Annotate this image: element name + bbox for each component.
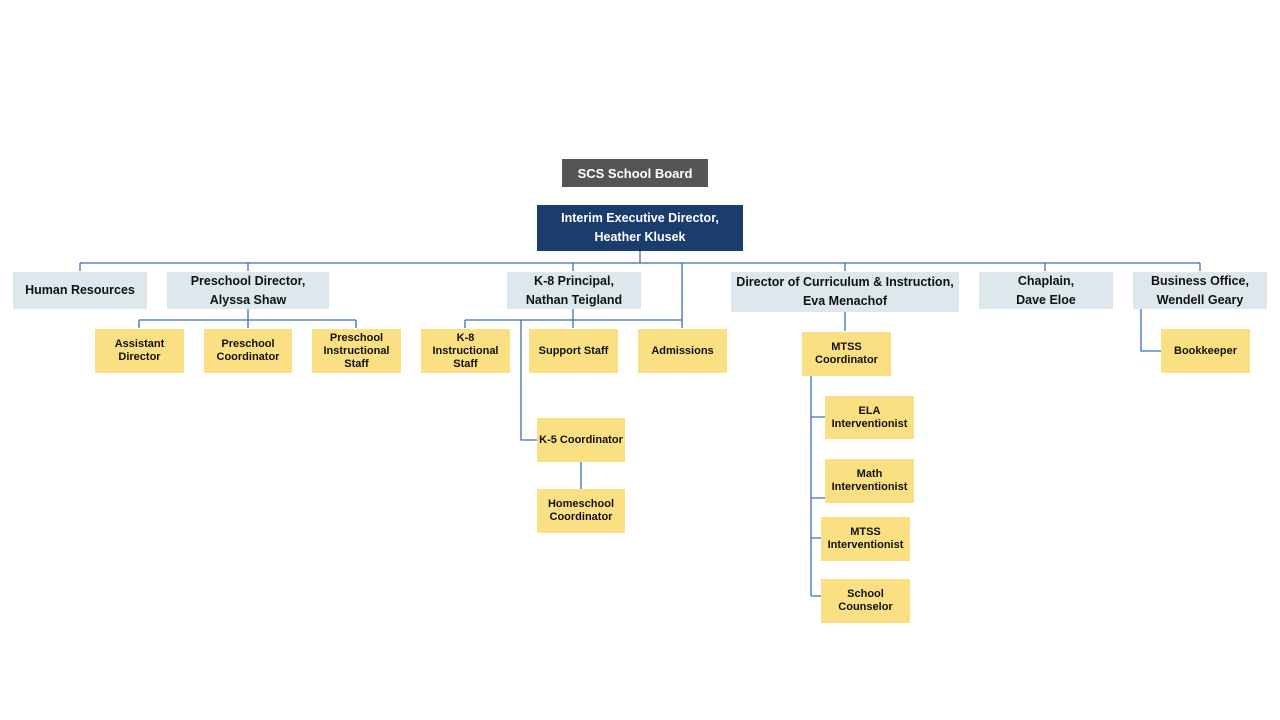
k8-instructional-staff-box: K-8 Instructional Staff xyxy=(421,329,510,373)
mtss-coordinator-box: MTSS Coordinator xyxy=(802,332,891,376)
assistant-director-box: Assistant Director xyxy=(95,329,184,373)
curriculum-director-box: Director of Curriculum & Instruction, Ev… xyxy=(731,272,959,312)
bookkeeper-box: Bookkeeper xyxy=(1161,329,1250,373)
connector-k5 xyxy=(520,320,537,441)
connector-mtss-branch xyxy=(810,376,825,597)
human-resources-box: Human Resources xyxy=(13,272,147,309)
school-board-box: SCS School Board xyxy=(562,159,708,187)
support-staff-box: Support Staff xyxy=(529,329,618,373)
homeschool-coordinator-box: Homeschool Coordinator xyxy=(537,489,625,533)
k5-coordinator-box: K-5 Coordinator xyxy=(537,418,625,462)
preschool-director-box: Preschool Director, Alyssa Shaw xyxy=(167,272,329,309)
executive-director-box: Interim Executive Director, Heather Klus… xyxy=(537,205,743,251)
admissions-box: Admissions xyxy=(638,329,727,373)
preschool-instructional-staff-box: Preschool Instructional Staff xyxy=(312,329,401,373)
mtss-interventionist-box: MTSS Interventionist xyxy=(821,517,910,561)
ela-interventionist-box: ELA Interventionist xyxy=(825,396,914,439)
math-interventionist-box: Math Interventionist xyxy=(825,459,914,503)
connector-k8-branch xyxy=(464,308,682,328)
connector-bookkeeper xyxy=(1140,308,1161,352)
chaplain-box: Chaplain, Dave Eloe xyxy=(979,272,1113,309)
connector-preschool-branch xyxy=(138,308,357,328)
preschool-coordinator-box: Preschool Coordinator xyxy=(204,329,292,373)
business-office-box: Business Office, Wendell Geary xyxy=(1133,272,1267,309)
school-counselor-box: School Counselor xyxy=(821,579,910,623)
k8-principal-box: K-8 Principal, Nathan Teigland xyxy=(507,272,641,309)
